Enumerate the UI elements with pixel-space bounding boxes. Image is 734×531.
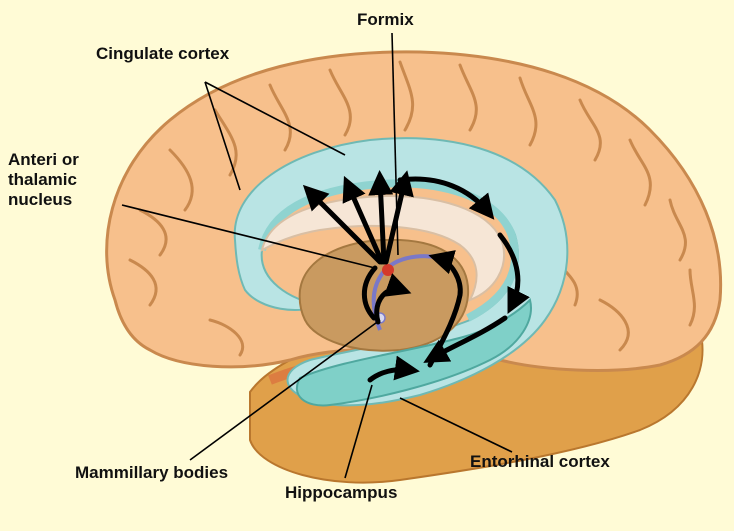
label-formix: Formix xyxy=(357,10,414,30)
label-line: nucleus xyxy=(8,190,79,210)
label-entorhinal-cortex: Entorhinal cortex xyxy=(470,452,610,472)
label-hippocampus: Hippocampus xyxy=(285,483,397,503)
label-anterior-thalamic-nucleus: Anteri or thalamic nucleus xyxy=(8,150,79,210)
anterior-thalamic-nucleus-dot xyxy=(382,264,394,276)
label-line: Anteri or xyxy=(8,150,79,170)
label-mammillary-bodies: Mammillary bodies xyxy=(75,463,228,483)
label-line: thalamic xyxy=(8,170,79,190)
label-cingulate-cortex: Cingulate cortex xyxy=(96,44,229,64)
